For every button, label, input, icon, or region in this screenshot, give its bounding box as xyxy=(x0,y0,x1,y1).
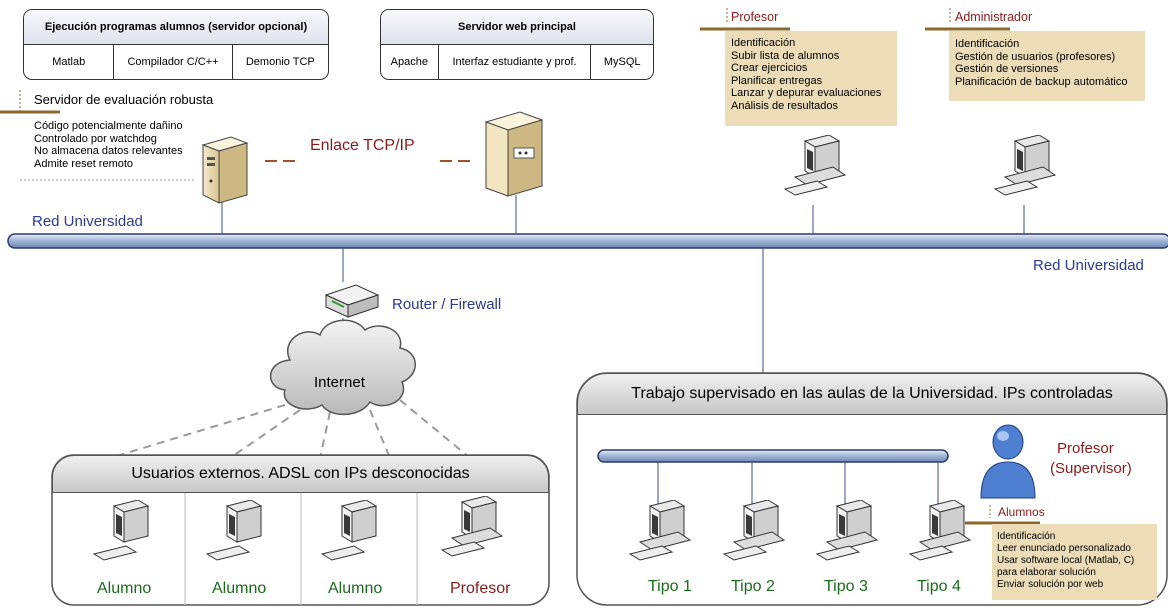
campus-type-label: Tipo 2 xyxy=(731,578,775,595)
alumnos-note-item: Leer enunciado personalizado xyxy=(997,543,1131,554)
profesor-pc-icon xyxy=(783,135,847,196)
red-universidad-bus xyxy=(7,233,1168,249)
supervisor-label-line1: Profesor xyxy=(1057,440,1114,457)
external-user-label: Alumno xyxy=(212,580,267,597)
alumnos-note-title: Alumnos xyxy=(998,505,1045,519)
alumnos-note-item: Identificación xyxy=(997,531,1056,542)
admin-note-item: Gestión de usuarios (profesores) xyxy=(955,50,1116,63)
supervisor-label-line2: (Supervisor) xyxy=(1050,460,1132,477)
web-server-icon xyxy=(484,111,544,197)
stack-web-box: Servidor web principal Apache Interfaz e… xyxy=(380,9,654,80)
external-user-label: Alumno xyxy=(328,580,383,597)
profesor-note-item: Planificar entregas xyxy=(731,74,823,87)
stack-web-cell-mysql: MySQL xyxy=(603,56,641,68)
campus-zone-title: Trabajo supervisado en las aulas de la U… xyxy=(577,373,1167,415)
stack-tcp-cell-compiler: Compilador C/C++ xyxy=(114,45,233,79)
stack-tcp-title: Ejecución programas alumnos (servidor op… xyxy=(24,10,328,45)
admin-note-title: Administrador xyxy=(955,10,1033,24)
profesor-note-bg xyxy=(725,31,897,126)
profesor-note-item: Lanzar y depurar evaluaciones xyxy=(731,87,882,99)
stack-web-cell-apache: Apache xyxy=(381,45,439,79)
router-icon xyxy=(324,284,380,318)
stack-tcp-cell-matlab: Matlab xyxy=(24,45,115,79)
campus-type-label: Tipo 1 xyxy=(648,578,692,595)
profesor-note-item: Subir lista de alumnos xyxy=(731,49,840,62)
eval-server-item: Controlado por watchdog xyxy=(34,132,157,145)
alumnos-note-item: Usar software local (Matlab, C) xyxy=(997,555,1135,566)
profesor-pc-icon xyxy=(440,496,504,557)
alumno-pc-icon xyxy=(320,500,378,561)
eval-server-icon xyxy=(201,136,249,204)
admin-note-item: Planificación de backup automático xyxy=(955,75,1128,88)
campus-pc-icon xyxy=(815,500,879,561)
eval-server-item: Admite reset remoto xyxy=(34,157,134,170)
admin-note-bg xyxy=(949,31,1145,101)
eval-server-item: Código potencialmente dañino xyxy=(34,120,183,132)
network-label-left: Red Universidad xyxy=(32,213,143,230)
router-label: Router / Firewall xyxy=(392,296,502,313)
campus-pc-icon xyxy=(628,500,692,561)
supervisor-person-icon xyxy=(980,424,1036,499)
network-label-right: Red Universidad xyxy=(1033,257,1144,274)
alumnos-note-item: Enviar solución por web xyxy=(997,579,1104,590)
campus-type-label: Tipo 4 xyxy=(917,578,961,595)
campus-type-label: Tipo 3 xyxy=(824,578,868,595)
external-dividers xyxy=(184,490,418,605)
profesor-note-item: Crear ejercicios xyxy=(731,62,808,74)
stack-tcp-cell-daemon: Demonio TCP xyxy=(245,56,315,68)
alumnos-note-list: Identificación Leer enunciado personaliz… xyxy=(997,531,1134,591)
campus-pc-icon xyxy=(908,500,972,561)
profesor-note-item: Análisis de resultados xyxy=(731,99,839,112)
eval-server-notes: Código potencialmente dañino Controlado … xyxy=(34,120,183,170)
eval-server-item: No almacena datos relevantes xyxy=(34,145,183,157)
admin-note-list: Identificación Gestión de usuarios (prof… xyxy=(955,38,1127,88)
internet-links xyxy=(109,399,471,459)
stack-tcp-box: Ejecución programas alumnos (servidor op… xyxy=(23,9,329,80)
campus-pc-icon xyxy=(722,500,786,561)
tcp-link-label: Enlace TCP/IP xyxy=(310,137,415,154)
admin-note-item: Gestión de versiones xyxy=(955,63,1059,75)
internet-cloud xyxy=(269,319,416,416)
internet-label: Internet xyxy=(314,374,365,391)
campus-bus xyxy=(597,449,949,463)
profesor-note-item: Identificación xyxy=(731,37,796,49)
profesor-note-title: Profesor xyxy=(731,10,779,24)
external-user-label: Alumno xyxy=(97,580,152,597)
admin-note-item: Identificación xyxy=(955,38,1020,50)
alumnos-note-bg xyxy=(992,524,1157,600)
admin-pc-icon xyxy=(993,135,1057,196)
alumno-pc-icon xyxy=(205,500,263,561)
stack-web-cell-interface: Interfaz estudiante y prof. xyxy=(439,45,592,79)
eval-server-title: Servidor de evaluación robusta xyxy=(34,92,214,107)
alumno-pc-icon xyxy=(92,500,150,561)
stack-web-title: Servidor web principal xyxy=(381,10,653,45)
alumnos-note-item: para elaborar solución xyxy=(997,567,1096,578)
external-zone-title: Usuarios externos. ADSL con IPs desconoc… xyxy=(52,455,549,493)
external-profesor-label: Profesor xyxy=(450,580,511,597)
profesor-note-list: Identificación Subir lista de alumnos Cr… xyxy=(731,37,881,112)
